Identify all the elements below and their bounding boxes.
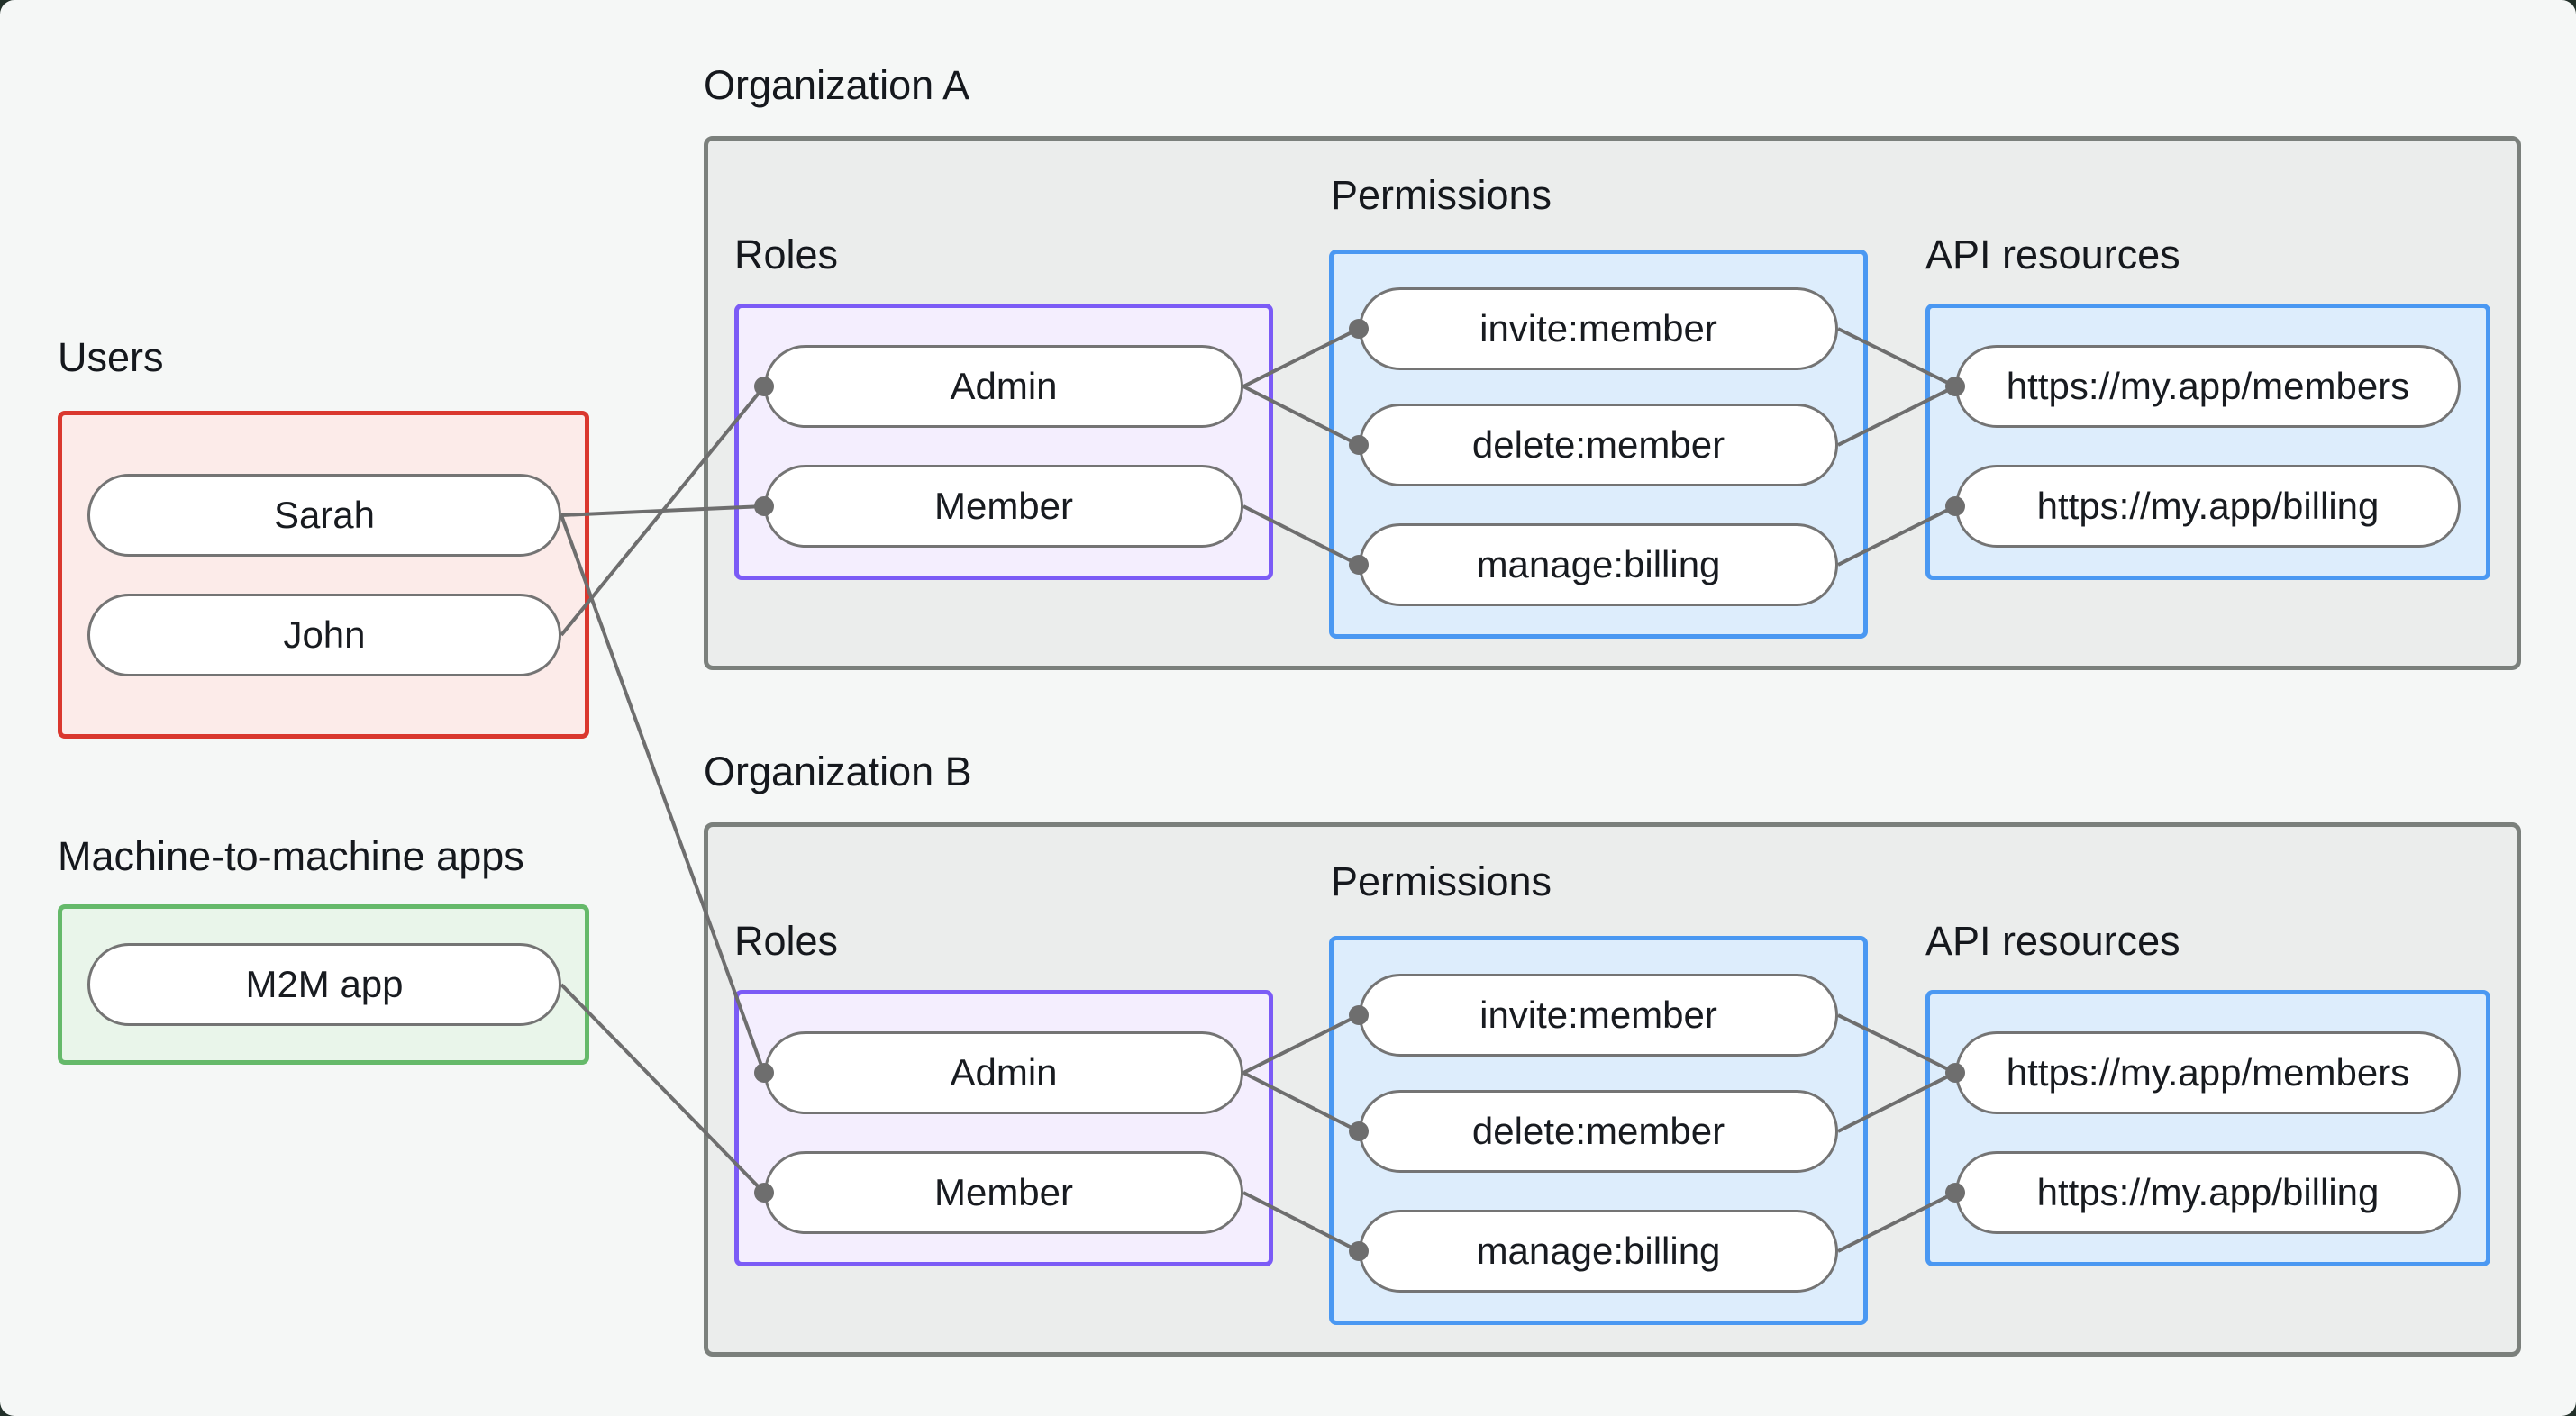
node-org-a-invite-member: invite:member bbox=[1359, 287, 1838, 370]
node-label: Member bbox=[933, 1171, 1074, 1213]
node-label: Member bbox=[933, 485, 1074, 527]
node-label: John bbox=[283, 613, 366, 656]
org-b-permissions-title: Permissions bbox=[1331, 858, 1552, 904]
node-label: https://my.app/billing bbox=[2036, 1171, 2380, 1213]
node-label: invite:member bbox=[1479, 307, 1717, 349]
node-label: delete:member bbox=[1471, 423, 1725, 466]
node-org-b-api-members: https://my.app/members bbox=[1955, 1031, 2461, 1114]
org-a-permissions-title: Permissions bbox=[1331, 172, 1552, 218]
node-label: delete:member bbox=[1471, 1110, 1725, 1152]
node-org-a-api-members: https://my.app/members bbox=[1955, 345, 2461, 428]
node-org-a-member: Member bbox=[764, 465, 1243, 548]
node-john: John bbox=[87, 594, 561, 676]
node-org-b-member: Member bbox=[764, 1151, 1243, 1234]
node-m2m-app: M2M app bbox=[87, 943, 561, 1026]
node-label: https://my.app/members bbox=[2006, 365, 2410, 407]
node-label: Sarah bbox=[273, 494, 376, 536]
node-org-a-manage-billing: manage:billing bbox=[1359, 523, 1838, 606]
node-label: manage:billing bbox=[1476, 543, 1721, 585]
m2m-group-title: Machine-to-machine apps bbox=[58, 833, 524, 879]
node-org-b-api-billing: https://my.app/billing bbox=[1955, 1151, 2461, 1234]
org-b-roles-title: Roles bbox=[734, 918, 839, 964]
node-org-b-delete-member: delete:member bbox=[1359, 1090, 1838, 1173]
node-label: invite:member bbox=[1479, 994, 1717, 1036]
node-label: Admin bbox=[950, 365, 1058, 407]
node-label: Admin bbox=[950, 1051, 1058, 1094]
node-label: https://my.app/members bbox=[2006, 1051, 2410, 1094]
node-org-b-manage-billing: manage:billing bbox=[1359, 1210, 1838, 1293]
node-org-a-admin: Admin bbox=[764, 345, 1243, 428]
node-org-b-invite-member: invite:member bbox=[1359, 974, 1838, 1057]
org-a-api-resources-title: API resources bbox=[1925, 231, 2180, 277]
org-a-roles-title: Roles bbox=[734, 231, 839, 277]
node-label: M2M app bbox=[245, 963, 404, 1005]
users-group-title: Users bbox=[58, 334, 164, 380]
node-org-a-api-billing: https://my.app/billing bbox=[1955, 465, 2461, 548]
org-a-title: Organization A bbox=[704, 62, 970, 108]
node-label: https://my.app/billing bbox=[2036, 485, 2380, 527]
node-sarah: Sarah bbox=[87, 474, 561, 557]
users-group-box bbox=[58, 411, 589, 739]
node-org-b-admin: Admin bbox=[764, 1031, 1243, 1114]
org-b-title: Organization B bbox=[704, 749, 972, 794]
org-b-api-resources-title: API resources bbox=[1925, 918, 2180, 964]
node-org-a-delete-member: delete:member bbox=[1359, 404, 1838, 486]
node-label: manage:billing bbox=[1476, 1230, 1721, 1272]
